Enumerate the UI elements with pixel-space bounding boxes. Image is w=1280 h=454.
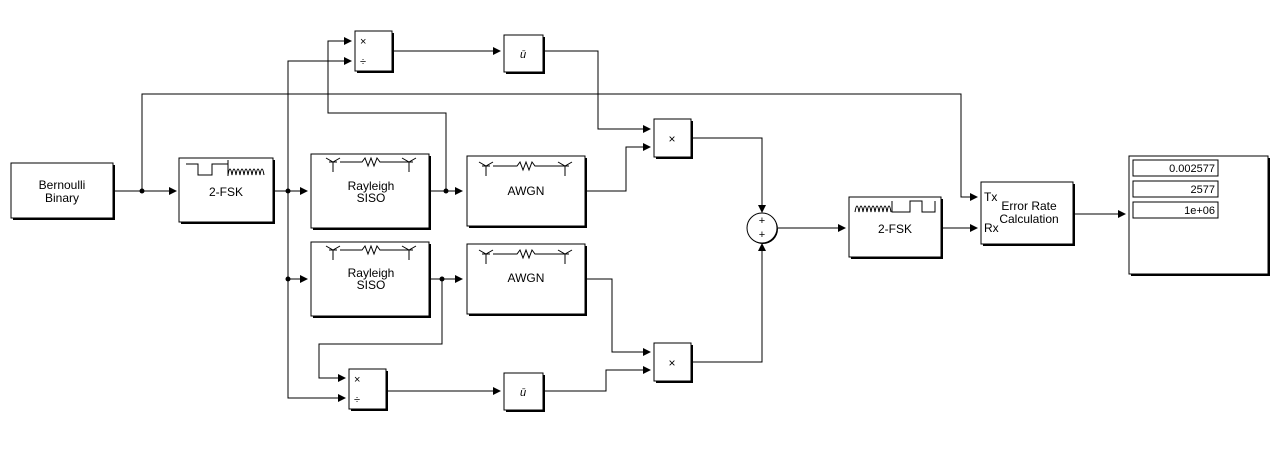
block-label: Bernoulli	[39, 178, 86, 192]
divide-block-bottom[interactable]: × ÷	[348, 368, 388, 411]
conjugate-symbol: ū	[520, 49, 526, 61]
antenna-icon	[478, 248, 573, 264]
conjugate-symbol: ū	[520, 387, 526, 399]
bernoulli-binary-block[interactable]: Bernoulli Binary	[10, 162, 115, 220]
complex-conjugate-block-bottom[interactable]: ū	[503, 372, 545, 412]
block-label: 2-FSK	[209, 185, 243, 199]
block-label: AWGN	[508, 271, 545, 285]
sine-wave-icon	[227, 168, 265, 176]
divide-sign: ÷	[354, 394, 360, 406]
branch-point	[285, 188, 291, 194]
branch-points	[139, 188, 449, 282]
antenna-icon	[478, 160, 573, 176]
error-count-value: 2577	[1191, 184, 1215, 196]
fsk-modulator-block[interactable]: 2-FSK	[178, 157, 275, 224]
block-label: Rayleigh	[348, 266, 395, 280]
block-label: Binary	[45, 191, 79, 205]
wire-product-bottom-to-sum[interactable]	[692, 243, 766, 363]
multiply-sign: ×	[668, 356, 675, 370]
antenna-icon	[325, 244, 417, 260]
port-rx-label: Rx	[984, 221, 999, 235]
antenna-icon	[325, 156, 417, 172]
divide-block-top[interactable]: × ÷	[354, 30, 394, 73]
sine-wave-icon	[854, 205, 892, 213]
wire-fsk-to-rayleigh-bottom[interactable]	[287, 191, 308, 283]
plus-sign: +	[759, 215, 765, 227]
multiply-sign: ×	[360, 36, 366, 48]
fsk-demodulator-block[interactable]: 2-FSK	[848, 196, 943, 259]
wire-rayleigh-to-divide-top[interactable]	[327, 37, 447, 191]
divide-sign: ÷	[360, 56, 366, 68]
rayleigh-siso-block-top[interactable]: Rayleigh SISO	[310, 153, 431, 230]
block-label: AWGN	[508, 184, 545, 198]
block-label: Calculation	[999, 212, 1058, 226]
wire-product-top-to-sum[interactable]	[692, 137, 766, 213]
bits-compared-value: 1e+06	[1184, 205, 1215, 217]
block-label: Rayleigh	[348, 179, 395, 193]
branch-point	[439, 276, 445, 282]
error-rate-calculation-block[interactable]: Tx Rx Error Rate Calculation	[980, 181, 1075, 246]
display-value-box	[1132, 180, 1219, 198]
rayleigh-siso-block-bottom[interactable]: Rayleigh SISO	[310, 241, 431, 318]
complex-conjugate-block-top[interactable]: ū	[503, 34, 545, 74]
block-label: Error Rate	[1001, 199, 1057, 213]
wire-conj-to-product-bottom[interactable]	[544, 366, 651, 392]
branch-point	[139, 188, 145, 194]
multiply-sign: ×	[354, 374, 360, 386]
wire-rayleigh-to-divide-bottom[interactable]	[318, 279, 443, 382]
awgn-block-top[interactable]: AWGN	[466, 155, 587, 228]
display-value-box	[1132, 159, 1219, 177]
wire-bits-to-tx[interactable]	[141, 93, 978, 201]
multiply-sign: ×	[668, 132, 675, 146]
block-label: SISO	[357, 191, 386, 205]
product-block-bottom[interactable]: ×	[653, 342, 693, 383]
signal-lines	[113, 37, 1126, 402]
error-rate-value: 0.002577	[1169, 163, 1215, 175]
square-wave-icon	[186, 163, 228, 176]
plus-sign: +	[759, 229, 765, 241]
wire-awgn-to-product-top[interactable]	[585, 143, 651, 192]
block-label: SISO	[357, 278, 386, 292]
awgn-block-bottom[interactable]: AWGN	[466, 243, 587, 316]
block-label: 2-FSK	[878, 222, 912, 236]
branch-point	[443, 188, 449, 194]
wire-awgn-to-product-bottom[interactable]	[585, 278, 651, 356]
product-block-top[interactable]: ×	[653, 118, 693, 159]
wire-conj-to-product-top[interactable]	[544, 50, 651, 133]
wire-fsk-to-divide-top[interactable]	[287, 57, 352, 191]
wire-fsk-to-divide-bottom[interactable]	[287, 279, 346, 402]
sum-block[interactable]: + +	[746, 212, 778, 244]
display-value-box	[1132, 201, 1219, 219]
branch-point	[285, 276, 291, 282]
display-block[interactable]: 0.002577 2577 1e+06	[1128, 155, 1270, 276]
square-wave-icon	[891, 200, 936, 213]
port-tx-label: Tx	[984, 190, 997, 204]
